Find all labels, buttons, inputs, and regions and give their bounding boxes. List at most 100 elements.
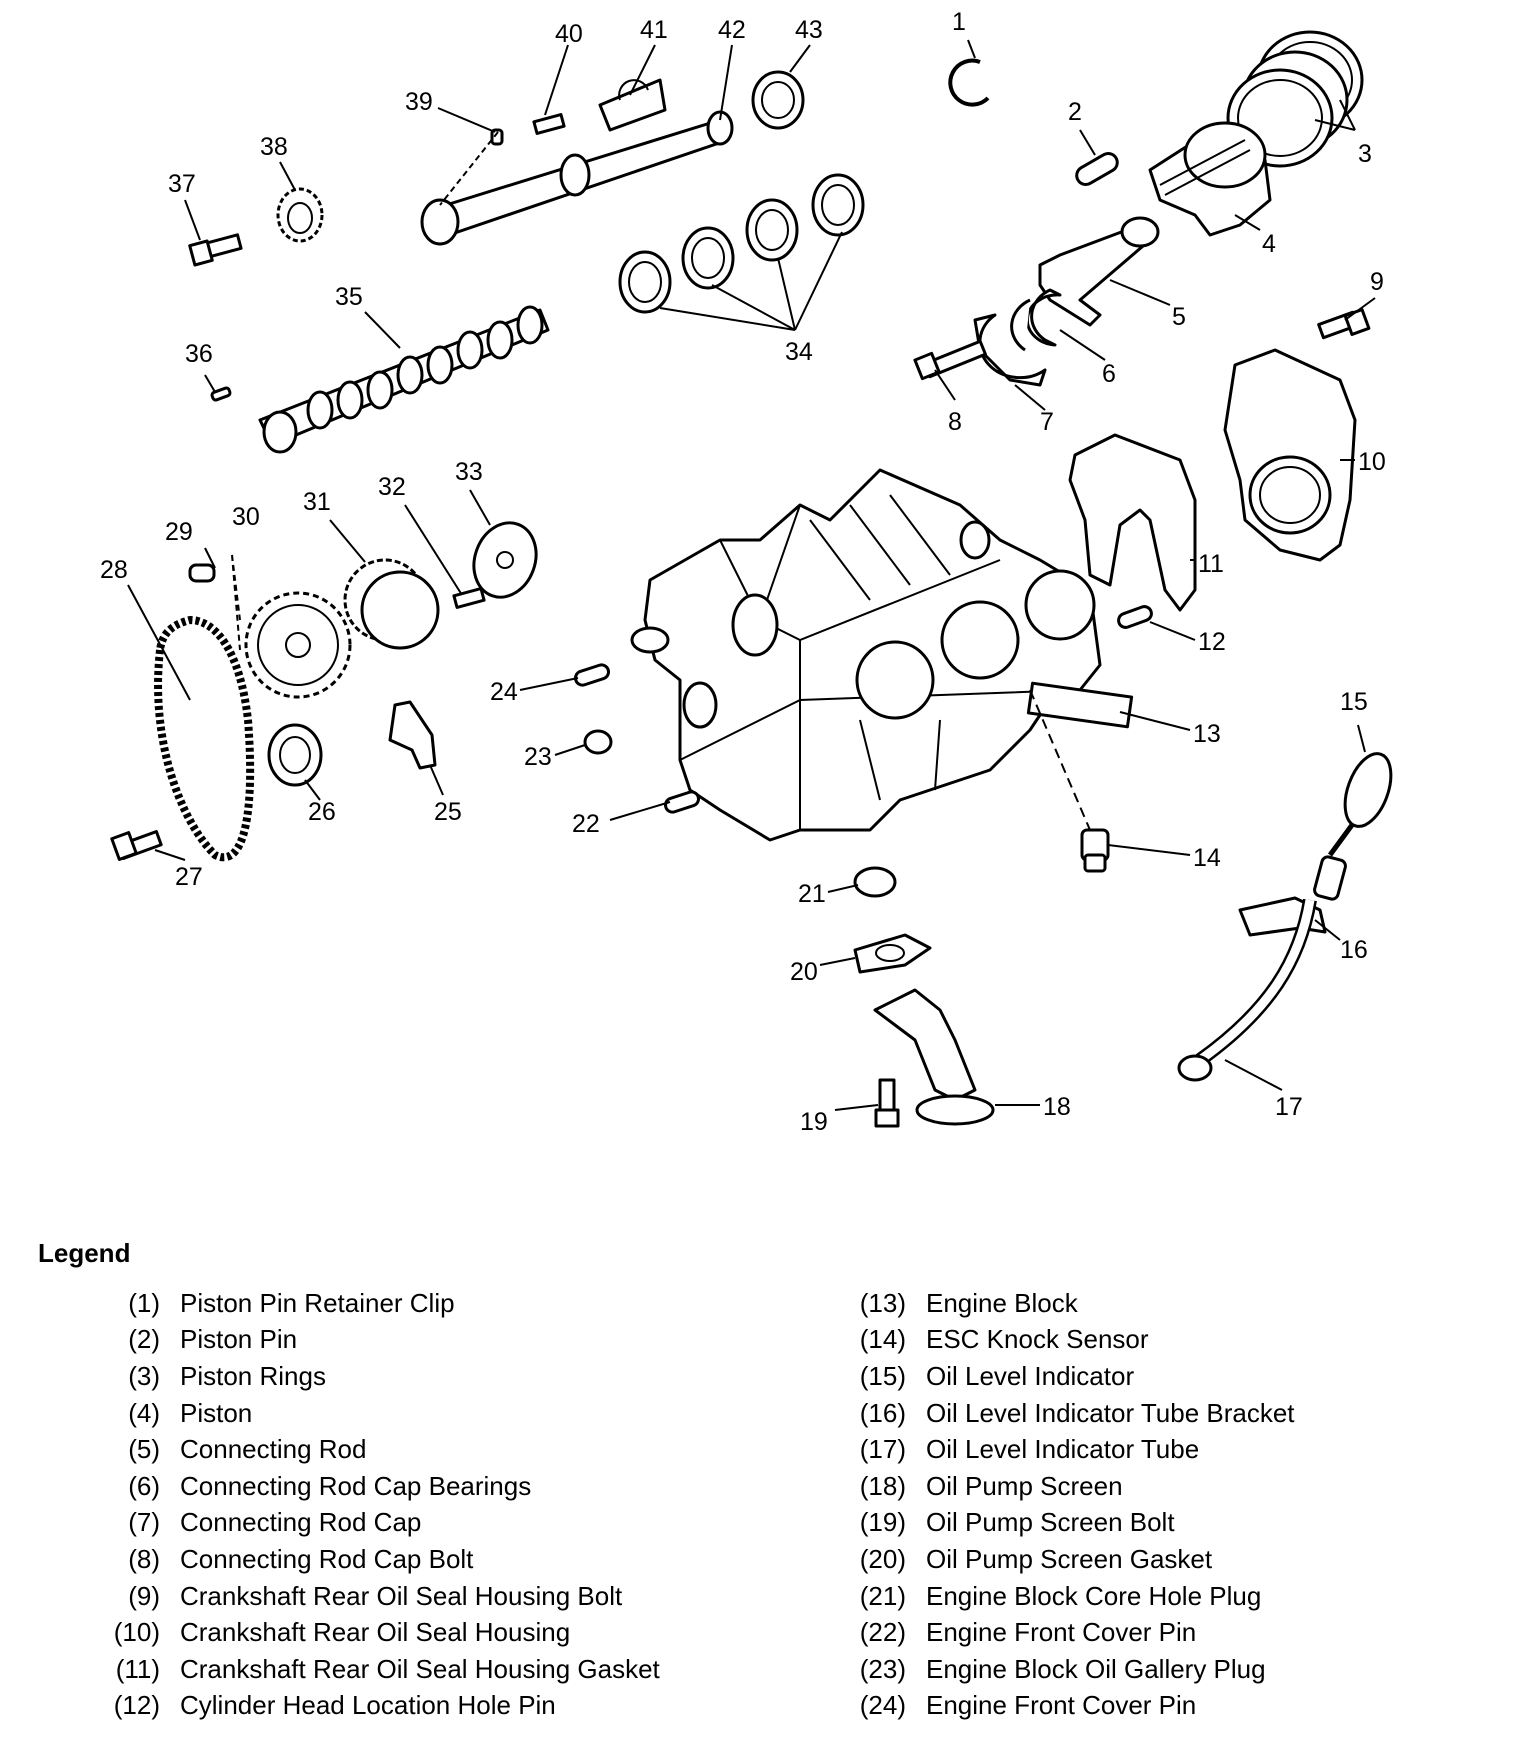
legend-item: (24)Engine Front Cover Pin [830, 1688, 1520, 1725]
balance-shaft-gear-bolt [188, 233, 243, 267]
legend-item: (3) Piston Rings [84, 1358, 804, 1395]
legend-column-right: (13)Engine Block (14) ESC Knock Sensor (1… [830, 1285, 1520, 1724]
callout-6: 6 [1102, 360, 1116, 388]
oil-pump-screen-bolt [874, 1078, 900, 1128]
legend-item: (22)Engine Front Cover Pin [830, 1614, 1520, 1651]
legend-item-label: Oil Level Indicator [926, 1360, 1135, 1391]
leader-lines [127, 39, 1376, 1111]
legend-item-label: Engine Front Cover Pin [926, 1690, 1197, 1721]
esc-knock-sensor [1080, 828, 1110, 873]
legend-item: (4)Piston [84, 1395, 804, 1432]
callout-11: 11 [1198, 550, 1224, 578]
callout-37: 37 [168, 170, 196, 198]
legend-item: (17)Oil Level Indicator Tube [830, 1431, 1520, 1468]
callout-31: 31 [303, 488, 331, 516]
legend-item: (14) ESC Knock Sensor [830, 1322, 1520, 1359]
legend-item-label: Oil Level Indicator Tube [926, 1434, 1200, 1465]
callout-3: 3 [1358, 140, 1372, 168]
callout-7: 7 [1040, 408, 1054, 436]
legend-item-label: Crankshaft Rear Oil Seal Housing [180, 1617, 571, 1648]
camshaft-gear [343, 558, 440, 650]
callout-1: 1 [952, 8, 966, 36]
legend-item-label: Piston Pin Retainer Clip [180, 1287, 455, 1318]
connecting-rod-cap [973, 313, 1047, 387]
crankshaft-rear-oil-seal-housing-gasket [1068, 433, 1197, 612]
legend-item-label: Oil Pump Screen Gasket [926, 1543, 1213, 1574]
legend-column-left: (1) Piston Pin Retainer Clip (2) Piston Pi… [84, 1285, 804, 1724]
camshaft [258, 305, 550, 454]
callout-16: 16 [1340, 936, 1368, 964]
legend-item-number: (4) [128, 1397, 160, 1428]
legend-item: (21)Engine Block Core Hole Plug [830, 1578, 1520, 1615]
callout-13: 13 [1193, 720, 1221, 748]
legend-item-label: Engine Front Cover Pin [926, 1617, 1197, 1648]
legend-item-label: Crankshaft Rear Oil Seal Housing Bolt [180, 1580, 623, 1611]
balance-shaft [420, 110, 734, 246]
legend-item: (12)Cylinder Head Location Hole Pin [84, 1688, 804, 1725]
legend-item-number: (19) [859, 1507, 906, 1538]
legend-item-number: (8) [128, 1543, 160, 1574]
legend-item-number: (9) [128, 1580, 160, 1611]
legend-item: (13)Engine Block [830, 1285, 1520, 1322]
callout-2: 2 [1068, 98, 1082, 126]
legend-item: (2) Piston Pin [84, 1322, 804, 1359]
callout-42: 42 [718, 16, 746, 44]
legend-item: (8) Connecting Rod Cap Bolt [84, 1541, 804, 1578]
callout-25: 25 [434, 798, 462, 826]
callout-4: 4 [1262, 230, 1276, 258]
legend-item-label: Engine Block Core Hole Plug [926, 1580, 1262, 1611]
balance-shaft-retainer-bolt [532, 113, 566, 135]
callout-9: 9 [1370, 268, 1384, 296]
camshaft-bearings [618, 173, 865, 314]
legend-item-label: Engine Block [926, 1287, 1078, 1318]
balance-shaft-bearing [751, 70, 805, 130]
exploded-engine-diagram: 1 2 3 4 5 6 7 8 9 10 11 12 13 14 15 16 1… [100, 8, 1393, 1136]
legend-item-number: (6) [128, 1470, 160, 1501]
legend-item: (5)Connecting Rod [84, 1431, 804, 1468]
legend-item-label: ESC Knock Sensor [926, 1324, 1149, 1355]
legend-item-number: (14) [859, 1324, 906, 1355]
legend-item-label: Piston Pin [180, 1324, 298, 1355]
piston [1148, 121, 1272, 237]
camshaft-sprocket-bolt [452, 587, 486, 609]
legend-item-label: Engine Block Oil Gallery Plug [926, 1653, 1266, 1684]
legend-item-label: Piston Rings [180, 1360, 326, 1391]
legend-item: (9) Crankshaft Rear Oil Seal Housing Bolt [84, 1578, 804, 1615]
callout-17: 17 [1275, 1093, 1303, 1121]
callout-18: 18 [1043, 1093, 1071, 1121]
legend-item: (23)Engine Block Oil Gallery Plug [830, 1651, 1520, 1688]
crankshaft-rear-oil-seal-housing [1223, 348, 1357, 562]
callout-41: 41 [640, 16, 668, 44]
legend-item-number: (15) [859, 1360, 906, 1391]
legend-item-number: (2) [128, 1324, 160, 1355]
legend-item-number: (12) [113, 1690, 160, 1721]
legend-title: Legend [38, 1238, 131, 1268]
legend-item: (6) Connecting Rod Cap Bearings [84, 1468, 804, 1505]
callout-29: 29 [165, 518, 193, 546]
timing-chain-tensioner [388, 700, 437, 770]
legend-item: (10)Crankshaft Rear Oil Seal Housing [84, 1614, 804, 1651]
connecting-rod-cap-bolt [913, 339, 987, 381]
legend-item: (15) Oil Level Indicator [830, 1358, 1520, 1395]
connecting-rod [1038, 216, 1160, 327]
crankshaft-sprocket [244, 591, 352, 699]
callout-32: 32 [378, 473, 406, 501]
callout-43: 43 [795, 16, 823, 44]
timing-chain [154, 616, 255, 862]
callout-36: 36 [185, 340, 213, 368]
callout-28: 28 [100, 556, 128, 584]
legend-item-label: Connecting Rod Cap Bearings [180, 1470, 532, 1501]
legend-item-number: (5) [128, 1434, 160, 1465]
legend-item-label: Oil Pump Screen [926, 1470, 1123, 1501]
legend-item-number: (16) [859, 1397, 906, 1428]
legend-item-number: (1) [128, 1287, 160, 1318]
legend-item: (18)Oil Pump Screen [830, 1468, 1520, 1505]
legend-item-number: (3) [128, 1360, 160, 1391]
legend-item-label: Connecting Rod Cap Bolt [180, 1543, 474, 1574]
cylinder-head-location-hole-pin [1117, 605, 1153, 629]
legend-item: (7)Connecting Rod Cap [84, 1505, 804, 1542]
camshaft-key [210, 386, 232, 402]
oil-level-indicator-tube [1177, 898, 1317, 1082]
callout-35: 35 [335, 283, 363, 311]
callout-40: 40 [555, 20, 583, 48]
